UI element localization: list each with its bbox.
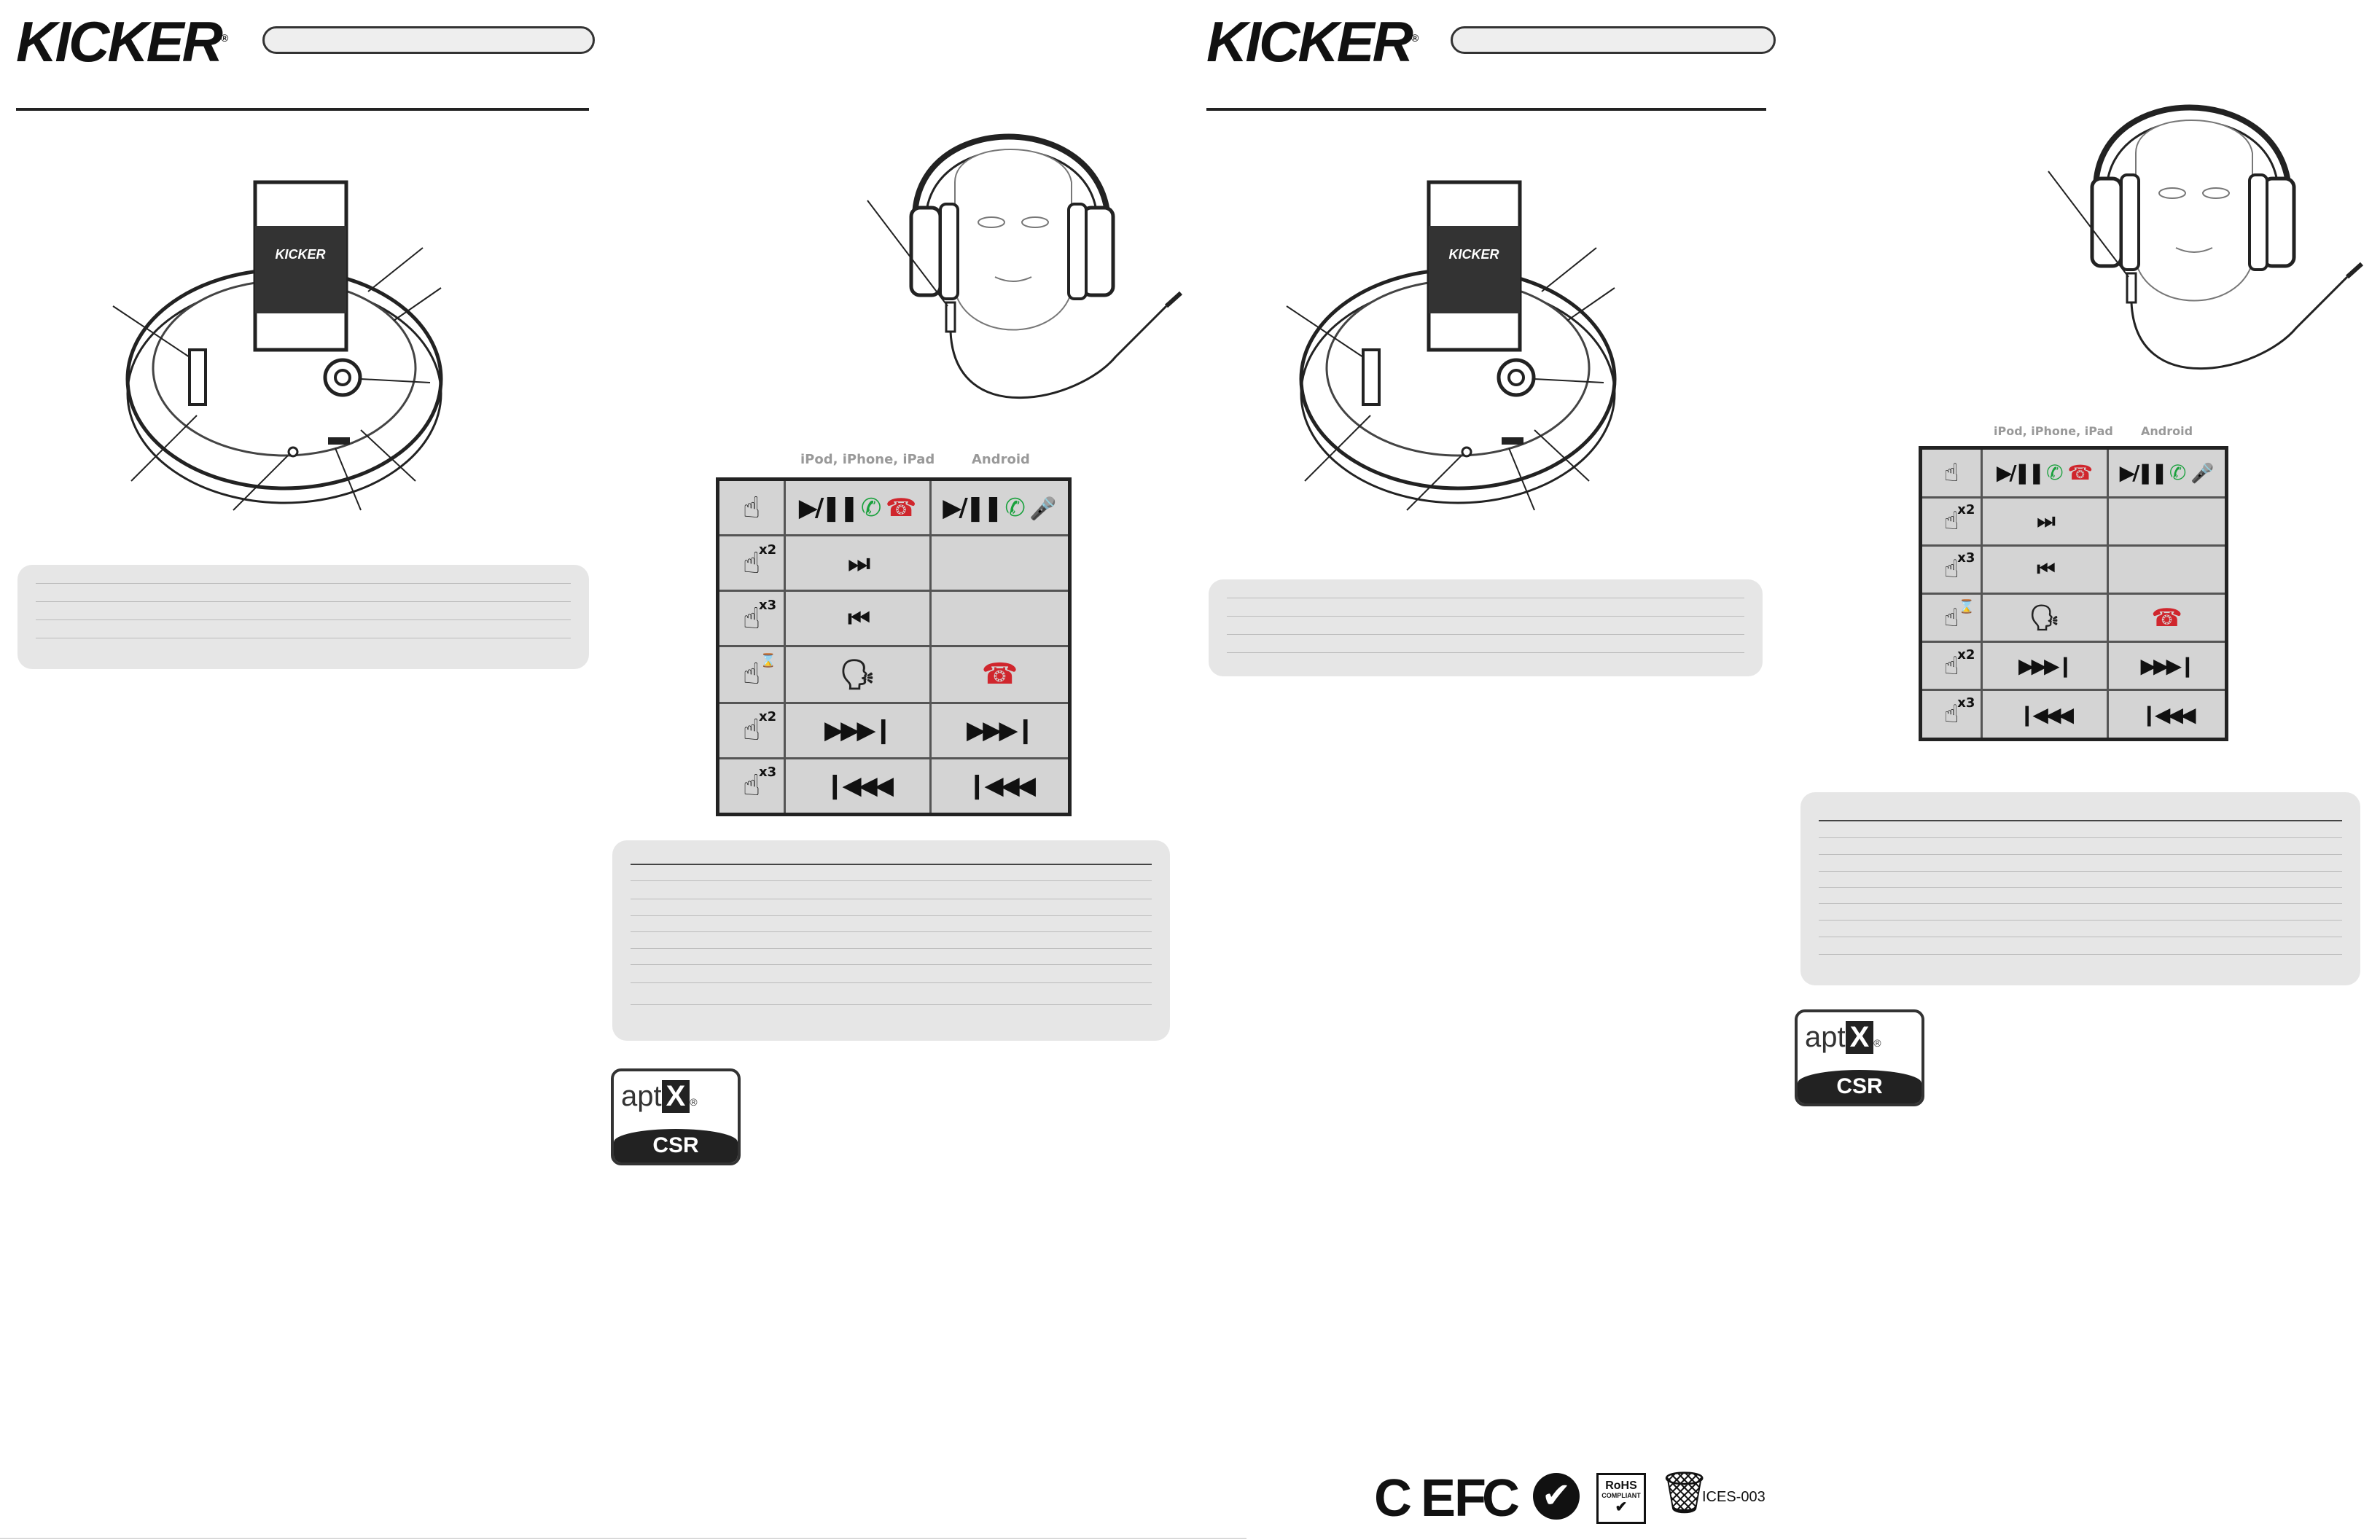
reject-call-icon: ☎ <box>981 657 1018 692</box>
svg-text:KICKER: KICKER <box>275 247 325 262</box>
table-row: ☝ ▶/❚❚ ✆ ☎ ▶/❚❚ ✆ 🎤 <box>1919 447 2228 499</box>
kicker-logo: KICKER® <box>16 9 228 74</box>
col-head-ios: iPod, iPhone, iPad <box>1994 424 2113 438</box>
col-head-ios: iPod, iPhone, iPad <box>800 452 935 467</box>
table-row: ☝x2 ▶▶▶❙ ▶▶▶❙ <box>717 701 1071 759</box>
bottom-rule <box>0 1538 1246 1539</box>
rohs-badge: RoHS COMPLIANT ✔ <box>1596 1473 1646 1524</box>
header-rule <box>1206 108 1766 111</box>
triple-tap-hold-hand-icon: ☝x3 <box>1943 695 1975 730</box>
ce-mark: C E <box>1374 1469 1456 1528</box>
earcup-diagram: KICKER <box>112 180 443 511</box>
triple-tap-hand-icon: ☝x3 <box>1943 550 1975 585</box>
double-tap-hand-icon: ☝x2 <box>742 542 777 580</box>
note-box <box>17 565 589 669</box>
tap-hand-icon: ☝ <box>1943 458 1959 488</box>
table-row: ☝x3 ❙◀◀◀ ❙◀◀◀ <box>1919 689 2228 740</box>
table-row: ☝⌛ 🗣 ☎ <box>717 645 1071 704</box>
controls-table: ☝ ▶/❚❚ ✆ ☎ ▶/❚❚ ✆ 🎤 ☝x2 ⏭ ☝x3 ⏮ ☝⌛ 🗣 ☎ ☝… <box>1919 446 2228 741</box>
rewind-icon: ❙◀◀◀ <box>2018 702 2074 727</box>
header-pill <box>262 26 595 54</box>
certification-marks: C E FC ✔ RoHS COMPLIANT ✔ 🗑 ICES-003 <box>1374 1469 1768 1528</box>
table-row: ☝ ▶/❚❚ ✆ ☎ ▶/❚❚ ✆ 🎤 <box>717 477 1071 537</box>
kicker-logo: KICKER® <box>1206 9 1419 74</box>
table-row: ☝⌛ 🗣 ☎ <box>1919 592 2228 644</box>
svg-text:KICKER: KICKER <box>1448 247 1499 262</box>
table-row: ☝x3 ⏮ <box>717 590 1071 648</box>
rewind-icon: ❙◀◀◀ <box>2140 702 2196 727</box>
ices-label: ICES-003 <box>1702 1489 1766 1505</box>
rewind-icon: ❙◀◀◀ <box>967 771 1036 801</box>
fast-forward-icon: ▶▶▶❙ <box>2140 654 2196 679</box>
double-tap-hold-hand-icon: ☝x2 <box>742 709 777 748</box>
header-pill <box>1451 26 1776 54</box>
table-row: ☝x2 ⏭ <box>1919 496 2228 547</box>
triple-tap-hand-icon: ☝x3 <box>742 597 777 636</box>
hold-hand-icon: ☝⌛ <box>742 653 777 692</box>
tap-hand-icon: ☝ <box>742 490 761 525</box>
c-tick-icon: ✔ <box>1533 1473 1580 1520</box>
table-row: ☝x2 ⏭ <box>717 534 1071 593</box>
headset-diagram <box>2048 104 2364 370</box>
note-box <box>1800 792 2360 985</box>
hangup-icon: ☎ <box>885 493 917 523</box>
note-box <box>612 840 1170 1041</box>
double-tap-hold-hand-icon: ☝x2 <box>1943 646 1975 681</box>
earcup-diagram: KICKER <box>1286 180 1617 511</box>
fast-forward-icon: ▶▶▶❙ <box>824 716 894 746</box>
hold-hand-icon: ☝⌛ <box>1943 598 1975 633</box>
mute-mic-icon: 🎤 <box>1029 496 1057 522</box>
weee-bin-icon: 🗑 <box>1658 1469 1711 1515</box>
hangup-icon: ☎ <box>2067 461 2094 485</box>
fcc-mark: FC <box>1454 1469 1520 1528</box>
fast-forward-icon: ▶▶▶❙ <box>2018 654 2074 679</box>
answer-call-icon: ✆ <box>2046 461 2064 485</box>
answer-call-icon: ✆ <box>2169 461 2187 485</box>
col-head-android: Android <box>2141 424 2193 438</box>
table-row: ☝x3 ❙◀◀◀ ❙◀◀◀ <box>717 757 1071 816</box>
answer-call-icon: ✆ <box>860 493 882 523</box>
triple-tap-hold-hand-icon: ☝x3 <box>742 765 777 803</box>
mute-mic-icon: 🎤 <box>2190 463 2215 485</box>
reject-call-icon: ☎ <box>2151 603 2182 633</box>
note-box <box>1209 579 1763 676</box>
table-row: ☝x2 ▶▶▶❙ ▶▶▶❙ <box>1919 641 2228 692</box>
fast-forward-icon: ▶▶▶❙ <box>967 716 1036 746</box>
col-head-android: Android <box>972 452 1030 467</box>
voice-assistant-icon: 🗣 <box>839 657 876 692</box>
answer-call-icon: ✆ <box>1004 493 1026 523</box>
controls-table: ☝ ▶/❚❚ ✆ ☎ ▶/❚❚ ✆ 🎤 ☝x2 ⏭ ☝x3 ⏮ ☝⌛ 🗣 ☎ ☝… <box>716 477 1072 816</box>
header-rule <box>16 108 589 111</box>
rewind-icon: ❙◀◀◀ <box>824 771 894 801</box>
voice-assistant-icon: 🗣 <box>2029 603 2061 633</box>
headset-diagram <box>867 133 1183 399</box>
table-row: ☝x3 ⏮ <box>1919 544 2228 595</box>
double-tap-hand-icon: ☝x2 <box>1943 502 1975 536</box>
